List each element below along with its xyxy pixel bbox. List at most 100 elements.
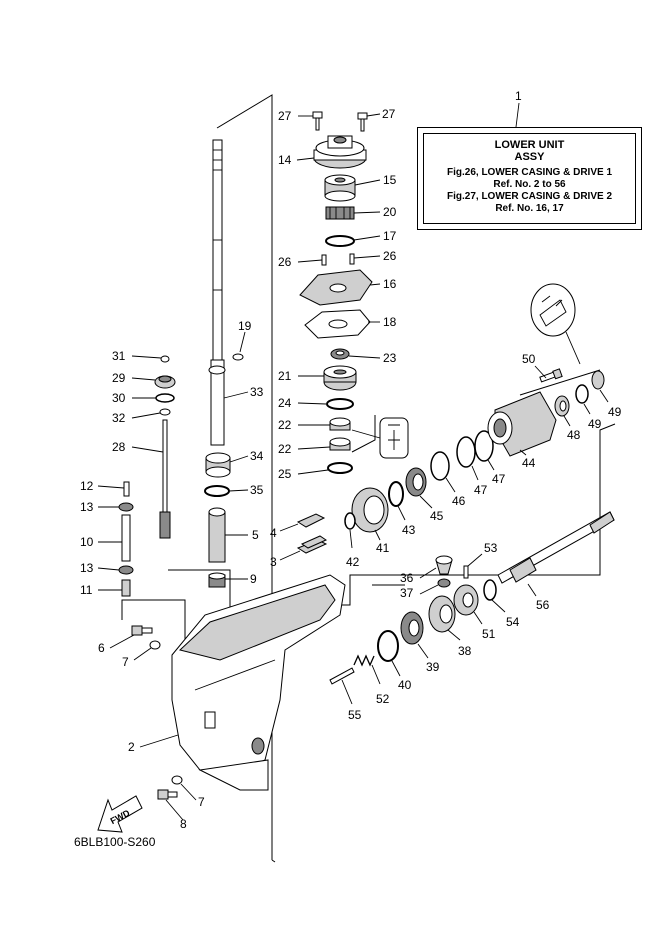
spring-52 [353,654,375,667]
bolt-6 [131,625,153,636]
label-2: 2 [128,740,135,754]
label-45: 45 [430,509,444,523]
label-18: 18 [383,315,397,329]
grommet-13-lower [118,565,134,575]
o-ring-17 [325,235,355,247]
bolt-12 [123,481,130,497]
label-4: 4 [270,526,277,540]
label-37: 37 [400,586,414,600]
ring-25 [327,462,353,474]
label-33: 33 [250,385,264,399]
oil-seal-23 [330,348,350,360]
bolt-27-right [357,112,368,132]
label-35: 35 [250,483,264,497]
label-24: 24 [278,396,292,410]
label-52: 52 [376,692,390,706]
label-11: 11 [80,583,93,597]
label-32: 32 [112,411,126,425]
ring-35 [204,485,230,497]
bearing-45 [405,467,427,497]
drive-shaft [208,139,226,446]
label-8: 8 [180,817,187,831]
seal-detail-inset [351,417,409,459]
tube-10 [121,514,131,562]
label-14: 14 [278,153,292,167]
seal-22-upper [329,417,351,431]
grommet-13-upper [118,502,134,512]
clip-31 [160,355,170,363]
label-1: 1 [515,89,522,103]
bolt-50 [539,368,563,383]
o-ring-47a [456,436,476,468]
outer-plate-16 [299,269,373,306]
reverse-gear-38 [428,595,456,633]
bearing-39 [400,611,424,645]
label-44: 44 [522,456,536,470]
shim-3 [296,535,328,554]
pin-19 [232,353,244,361]
bolt-27-left [312,111,323,131]
label-5: 5 [252,528,259,542]
label-34: 34 [250,449,264,463]
label-55: 55 [348,708,362,722]
label-23: 23 [383,351,397,365]
label-16: 16 [383,277,397,291]
bolt-8 [157,789,178,800]
gasket-18 [304,309,371,339]
forward-gear-41 [351,487,389,533]
label-30: 30 [112,391,126,405]
label-54: 54 [506,615,520,629]
label-22a: 22 [278,418,292,432]
label-40: 40 [398,678,412,692]
label-48: 48 [567,428,581,442]
housing-detail-inset [530,283,581,365]
label-56: 56 [536,598,550,612]
impeller-20 [325,206,355,220]
label-25: 25 [278,467,292,481]
label-22b: 22 [278,442,292,456]
nut-37 [437,578,451,588]
sleeve-5 [208,507,226,563]
callout-ref-line1: Fig.26, LOWER CASING & DRIVE 1 [446,167,613,178]
label-6: 6 [98,641,105,655]
dog-clutch-51 [453,584,479,616]
label-29: 29 [112,371,126,385]
pinion-36 [435,555,453,575]
bearing-race-43 [388,481,404,507]
shim-46 [430,451,450,481]
assembly-callout-box: LOWER UNIT ASSY Fig.26, LOWER CASING & D… [417,127,642,230]
label-17: 17 [383,229,397,243]
leader-1 [515,102,520,128]
propeller-shaft-56 [497,511,615,584]
washer-32 [159,408,171,416]
shim-40 [377,630,399,662]
label-41: 41 [376,541,390,555]
label-7a: 7 [122,655,129,669]
label-31: 31 [112,349,126,363]
o-ring-47b [474,430,494,462]
label-47b: 47 [492,472,506,486]
label-27b: 27 [382,107,396,121]
insert-cartridge-15 [324,174,356,202]
label-15: 15 [383,173,397,187]
pin-26-right [349,253,355,265]
label-27a: 27 [278,109,292,123]
washer-7-lower [171,775,183,785]
label-53: 53 [484,541,498,555]
shim-4 [296,513,326,528]
callout-ref-line2: Ref. No. 2 to 56 [493,179,566,190]
seal-22-lower [329,437,351,451]
callout-ref-line3: Fig.27, LOWER CASING & DRIVE 2 [446,191,613,202]
label-49a: 49 [588,417,602,431]
bearing-34 [205,452,231,478]
leader-19 [239,331,246,353]
retainer-54 [483,579,497,601]
label-39: 39 [426,660,440,674]
label-19: 19 [238,319,252,333]
o-ring-30 [155,393,175,403]
label-3: 3 [270,555,277,569]
forward-arrow: FWD [97,795,143,833]
label-26b: 26 [383,249,397,263]
label-46: 46 [452,494,466,508]
o-ring-24 [326,398,354,410]
